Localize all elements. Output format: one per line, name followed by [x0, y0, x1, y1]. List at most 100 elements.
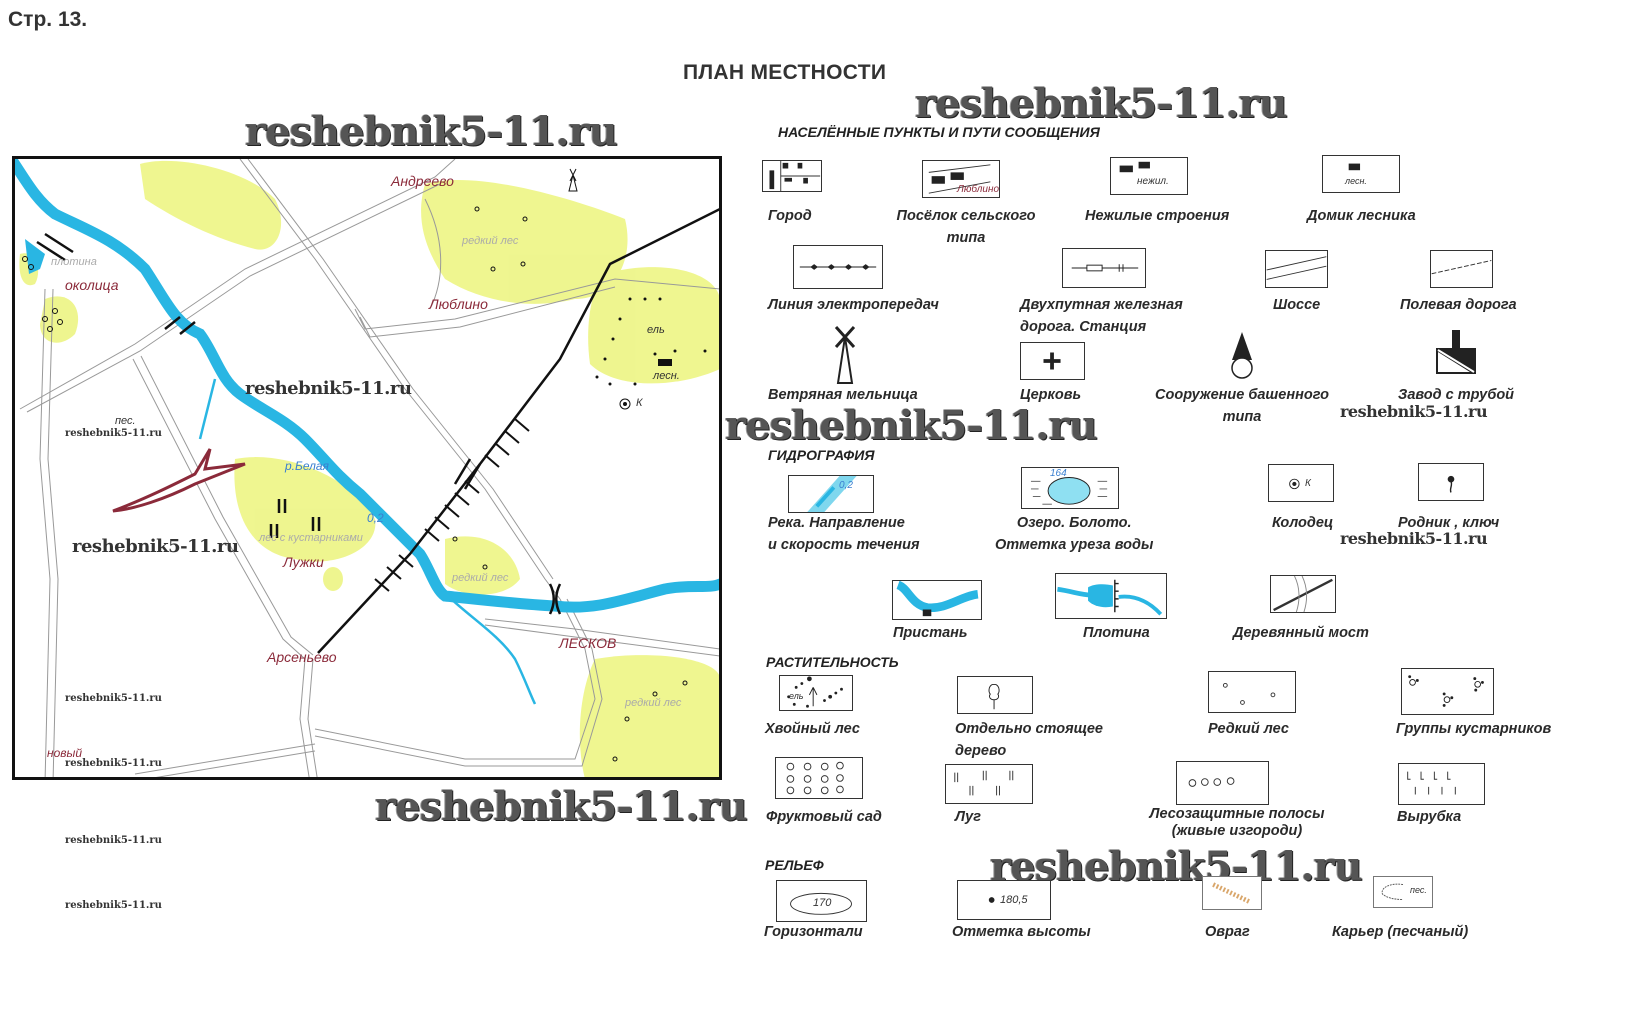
- legend-label: Вырубка: [1397, 809, 1462, 825]
- legend-label: Озеро. Болото.Отметка уреза воды: [995, 512, 1153, 556]
- legend-label: Пристань: [893, 625, 968, 641]
- non-residential-icon: нежил.: [1110, 157, 1188, 195]
- legend-label: Ветряная мельница: [768, 387, 918, 403]
- legend-label: Лесозащитные полосы(живые изгороди): [1145, 806, 1329, 840]
- legend-label: Посёлок сельского типа: [895, 205, 1037, 249]
- legend-label-line2: (живые изгороди): [1171, 823, 1303, 839]
- label-sparse-forest: редкий лес: [462, 235, 519, 247]
- label-leskov: ЛЕСКОВ: [559, 635, 617, 651]
- icon-text: 170: [813, 897, 832, 909]
- label-sparse-forest: редкий лес: [452, 572, 509, 584]
- icon-text: 0,2: [839, 480, 853, 491]
- legend-label-line1: Лесозащитные полосы: [1149, 806, 1325, 822]
- watermark: reshebnik5-11.ru: [990, 843, 1363, 890]
- watermark: reshebnik5-11.ru: [915, 80, 1288, 127]
- label-luzhki: Лужки: [283, 554, 324, 570]
- shrubs-icon: [1401, 668, 1494, 715]
- meadow-icon: [945, 764, 1033, 804]
- legend-label-line2: дерево: [955, 743, 1007, 759]
- icon-text: Люблино: [957, 184, 1000, 195]
- legend-label: Церковь: [1020, 387, 1082, 403]
- forester-house: [658, 359, 672, 366]
- label-sand: пес.: [115, 415, 136, 427]
- power-line-icon: [793, 245, 883, 289]
- roads: [19, 159, 719, 777]
- watermark: reshebnik5-11.ru: [245, 378, 412, 399]
- legend-label-line2: и скорость течения: [768, 537, 920, 553]
- label-shrubs: лес с кустарниками: [259, 532, 363, 544]
- legend-label: Редкий лес: [1208, 721, 1289, 737]
- bridges: [36, 232, 562, 615]
- ravine: [112, 448, 246, 513]
- legend-label: Карьер (песчаный): [1332, 924, 1469, 940]
- legend-label-line1: Двухпутная железная: [1020, 297, 1183, 313]
- watermark: reshebnik5-11.ru: [1340, 529, 1488, 548]
- label-okolitsa: околица: [65, 277, 119, 293]
- pond: [25, 239, 45, 274]
- river-icon: 0,2: [788, 475, 874, 513]
- sand-pit-icon: пес.: [1373, 876, 1433, 908]
- legend-label: Хвойный лес: [765, 721, 860, 737]
- sparse-forest-icon: [1208, 671, 1296, 713]
- label-arsenievo: Арсеньево: [267, 649, 337, 665]
- shelterbelt-icon: [1176, 761, 1269, 805]
- tributary-stream: [431, 578, 537, 705]
- watermark: reshebnik5-11.ru: [1340, 402, 1488, 421]
- page-title: ПЛАН МЕСТНОСТИ: [683, 61, 887, 84]
- railway-ticks: [374, 418, 530, 592]
- legend-label: Группы кустарников: [1396, 721, 1552, 737]
- icon-text: пес.: [1410, 885, 1427, 895]
- legend-label: Фруктовый сад: [766, 809, 882, 825]
- watermark: reshebnik5-11.ru: [65, 900, 162, 911]
- legend-label: Горизонтали: [764, 924, 863, 940]
- meadow-marks: [269, 499, 321, 538]
- legend-label: Луг: [955, 809, 981, 825]
- label-river: р.Белая: [285, 459, 329, 473]
- railway: [317, 208, 719, 654]
- label-speed: 0,2: [367, 511, 384, 525]
- icon-text: лесн.: [1345, 176, 1367, 186]
- dam-icon: [1055, 573, 1167, 619]
- page-number: Стр. 13.: [8, 8, 88, 31]
- icon-text: нежил.: [1137, 176, 1169, 187]
- single-tree-icon: [957, 676, 1033, 714]
- pier-icon: [892, 580, 982, 620]
- legend-label: Нежилые строения: [1085, 208, 1230, 224]
- icon-text: ель: [789, 691, 804, 701]
- legend-section-hydrography: ГИДРОГРАФИЯ: [768, 447, 875, 463]
- village-icon: Люблино: [922, 160, 1000, 198]
- legend-section-settlements: НАСЕЛЁННЫЕ ПУНКТЫ И ПУТИ СООБЩЕНИЯ: [778, 124, 1100, 140]
- legend-label-line1: Посёлок сельского: [896, 208, 1036, 224]
- city-icon: [762, 160, 822, 192]
- legend-label: Линия электропередач: [768, 297, 939, 313]
- watermark: reshebnik5-11.ru: [65, 835, 162, 846]
- spring-icon: [1418, 463, 1484, 501]
- label-dam: плотина: [51, 256, 97, 268]
- lake-icon: 164: [1021, 467, 1119, 509]
- label-andreevo: Андреево: [391, 173, 454, 189]
- legend-label: Деревянный мост: [1233, 625, 1369, 641]
- legend-label: Родник , ключ: [1398, 515, 1500, 531]
- orchard-marks: [22, 256, 63, 332]
- watermark: reshebnik5-11.ru: [65, 428, 162, 439]
- conifer-forest-icon: ель: [779, 675, 853, 711]
- rare-forest-marks: [452, 206, 688, 762]
- watermark: reshebnik5-11.ru: [65, 758, 162, 769]
- legend-label: Полевая дорога: [1400, 297, 1517, 313]
- legend-label: Овраг: [1205, 924, 1250, 940]
- clearing-icon: [1398, 763, 1485, 805]
- legend-label: Завод с трубой: [1398, 387, 1515, 403]
- spot-height-icon: 180,5: [957, 880, 1051, 920]
- contour-lines-icon: 170: [776, 880, 867, 922]
- icon-text: 164: [1050, 468, 1067, 479]
- map-drawing: [15, 159, 719, 777]
- legend-label-line1: Сооружение башенного: [1155, 387, 1329, 403]
- factory-icon: [1436, 328, 1476, 376]
- label-well: К: [636, 397, 643, 409]
- legend-label-line2: типа: [946, 230, 986, 246]
- watermark: reshebnik5-11.ru: [375, 783, 748, 830]
- legend-label-line2: Отметка уреза воды: [995, 537, 1154, 553]
- legend-label: Город: [768, 208, 812, 224]
